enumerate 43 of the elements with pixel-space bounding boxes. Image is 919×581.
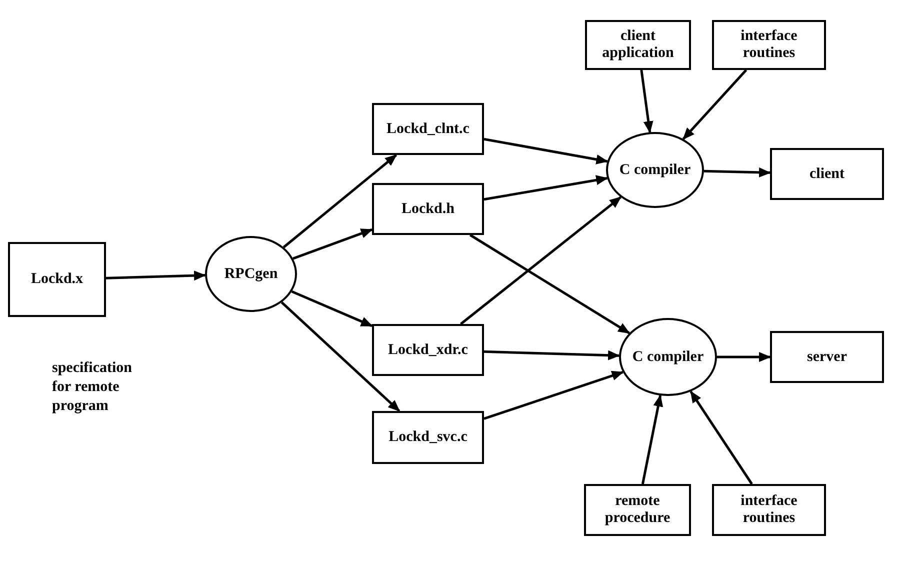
arrow	[690, 390, 753, 485]
arrow	[292, 228, 373, 260]
node-label: Lockd_xdr.c	[388, 342, 468, 358]
file-box	[770, 148, 884, 200]
node-label: C compiler	[632, 348, 704, 366]
arrow	[106, 270, 206, 281]
arrow	[682, 69, 748, 140]
file-box	[585, 20, 691, 70]
arrow	[460, 196, 622, 325]
node-label: Lockd.x	[30, 271, 84, 288]
node-label: client application	[601, 28, 675, 62]
file-box	[712, 484, 826, 536]
file-box	[712, 20, 826, 70]
file-box	[372, 324, 484, 376]
file-box	[372, 411, 484, 464]
node-label: Lockd_clnt.c	[386, 120, 470, 138]
file-box	[372, 183, 484, 235]
arrow	[484, 175, 608, 201]
arrow	[484, 370, 624, 420]
file-box	[770, 331, 884, 383]
node-label: client	[810, 166, 844, 182]
arrow	[717, 352, 771, 362]
node-label: Lockd_svc.c	[388, 429, 468, 446]
node-label: Lockd.h	[402, 200, 454, 218]
node-label: C compiler	[619, 162, 691, 178]
arrow	[484, 350, 620, 360]
node-label: RPCgen	[224, 266, 278, 282]
node-label: interface routines	[740, 28, 798, 62]
node-label: interface routines	[740, 493, 798, 527]
arrow	[484, 138, 608, 164]
arrow	[291, 290, 373, 328]
arrow	[470, 234, 630, 334]
arrow	[641, 394, 664, 484]
arrow	[704, 167, 771, 178]
node-caption: specification for remote program	[52, 359, 133, 416]
arrow	[282, 154, 398, 248]
file-box	[8, 242, 106, 317]
arrow	[280, 301, 400, 412]
node-label: server	[807, 348, 847, 366]
file-box	[372, 103, 484, 155]
node-label: remote procedure	[604, 493, 672, 527]
arrow	[640, 70, 654, 134]
file-box	[584, 484, 691, 536]
